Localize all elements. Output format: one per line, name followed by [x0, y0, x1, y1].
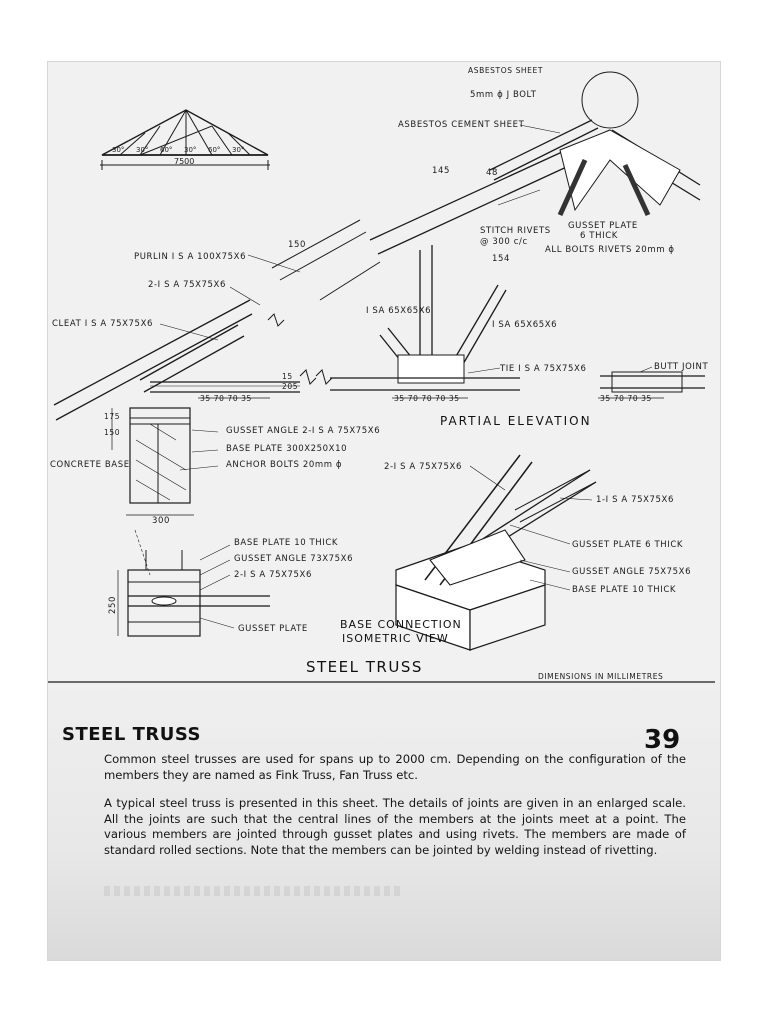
label-dims-row-3: 35 70 70 35	[600, 394, 652, 403]
label-dim-300: 300	[152, 516, 171, 526]
label-base-plate-10: BASE PLATE 10 THICK	[234, 538, 339, 548]
label-2isa-top: 2-I S A 75X75X6	[148, 280, 226, 290]
caption-base-connection: BASE CONNECTION	[340, 618, 462, 631]
label-butt-joint: BUTT JOINT	[654, 362, 709, 372]
label-dim-145: 145	[432, 166, 451, 176]
label-asbestos-top: ASBESTOS SHEET	[468, 66, 544, 75]
label-dim-154: 154	[492, 254, 511, 264]
top-truss-angle-label: 30°	[232, 146, 244, 154]
caption-isometric-view: ISOMETRIC VIEW	[342, 632, 449, 645]
center-vertical	[419, 245, 433, 375]
label-dim-150: 150	[288, 240, 307, 250]
label-dim-15: 15	[282, 372, 293, 381]
label-dim-205: 205	[282, 382, 299, 391]
label-1isa-iso: 1-I S A 75X75X6	[596, 495, 674, 505]
label-isa65-a: I SA 65X65X6	[366, 306, 432, 316]
label-isa65-b: I SA 65X65X6	[492, 320, 558, 330]
label-dims-row-1: 35 70 70 35	[200, 394, 252, 403]
top-truss-angle-label: 60°	[208, 146, 220, 154]
section-heading: STEEL TRUSS	[62, 724, 201, 745]
label-2isa-iso: 2-I S A 75X75X6	[384, 462, 462, 472]
label-base-plate: BASE PLATE 300X250X10	[226, 444, 348, 454]
label-gusset-angle: GUSSET ANGLE 2-I S A 75X75X6	[226, 426, 381, 436]
label-concrete-base: CONCRETE BASE	[50, 460, 130, 470]
top-truss-sketch	[100, 109, 270, 170]
label-dims-row-2: 35 70 70 70 35	[394, 394, 460, 403]
label-anchor-bolts: ANCHOR BOLTS 20mm ϕ	[226, 460, 343, 470]
label-asbestos-cement: ASBESTOS CEMENT SHEET	[398, 120, 525, 130]
left-base-detail	[111, 407, 194, 516]
label-dim-175: 175	[104, 412, 121, 421]
rafter-left	[53, 299, 253, 421]
paragraph-details: A typical steel truss is presented in th…	[104, 796, 686, 857]
label-gusset-angle-75: GUSSET ANGLE 75X75X6	[572, 567, 692, 577]
paragraph-intro: Common steel trusses are used for spans …	[104, 752, 686, 782]
caption-steel-truss: STEEL TRUSS	[306, 658, 423, 676]
top-truss-angle-label: 30°	[184, 146, 196, 154]
label-dim-48: 48	[486, 168, 499, 178]
label-gusset-angle-73: GUSSET ANGLE 73X75X6	[234, 554, 354, 564]
plan-base-detail	[117, 550, 270, 637]
label-tie: TIE I S A 75X75X6	[500, 364, 587, 374]
label-gusset-plate-top: GUSSET PLATE	[568, 221, 638, 231]
label-dim-150-side: 150	[104, 428, 121, 437]
label-cleat: CLEAT I S A 75X75X6	[52, 319, 153, 329]
top-truss-angle-label: 60°	[160, 146, 172, 154]
label-dim-250: 250	[108, 595, 119, 615]
top-truss-span-label: 7500	[174, 157, 194, 166]
label-gusset-thick-top: 6 THICK	[580, 231, 618, 241]
label-base-plate-10-right: BASE PLATE 10 THICK	[572, 585, 677, 595]
label-stitch-rivets: STITCH RIVETS	[480, 226, 551, 236]
label-dimensions-note: DIMENSIONS IN MILLIMETRES	[538, 672, 664, 681]
faded-text-line	[104, 886, 404, 896]
caption-partial-elevation: PARTIAL ELEVATION	[440, 414, 592, 428]
top-truss-angle-label: 30°	[112, 146, 124, 154]
label-bolt: 5mm ϕ J BOLT	[470, 90, 537, 100]
label-purlin: PURLIN I S A 100X75X6	[134, 252, 247, 262]
paper-lower-half	[48, 682, 720, 960]
label-gusset-plate-6-thick: GUSSET PLATE 6 THICK	[572, 540, 684, 550]
label-stitch-spacing: @ 300 c/c	[480, 237, 528, 247]
purlin-section	[271, 219, 381, 301]
isometric-base	[395, 454, 597, 651]
label-all-bolts: ALL BOLTS RIVETS 20mm ϕ	[545, 245, 675, 255]
top-truss-angle-label: 30°	[136, 146, 148, 154]
label-2isa-plan: 2-I S A 75X75X6	[234, 570, 312, 580]
label-gusset-plate-plan: GUSSET PLATE	[238, 624, 308, 634]
page-number: 39	[644, 725, 681, 755]
